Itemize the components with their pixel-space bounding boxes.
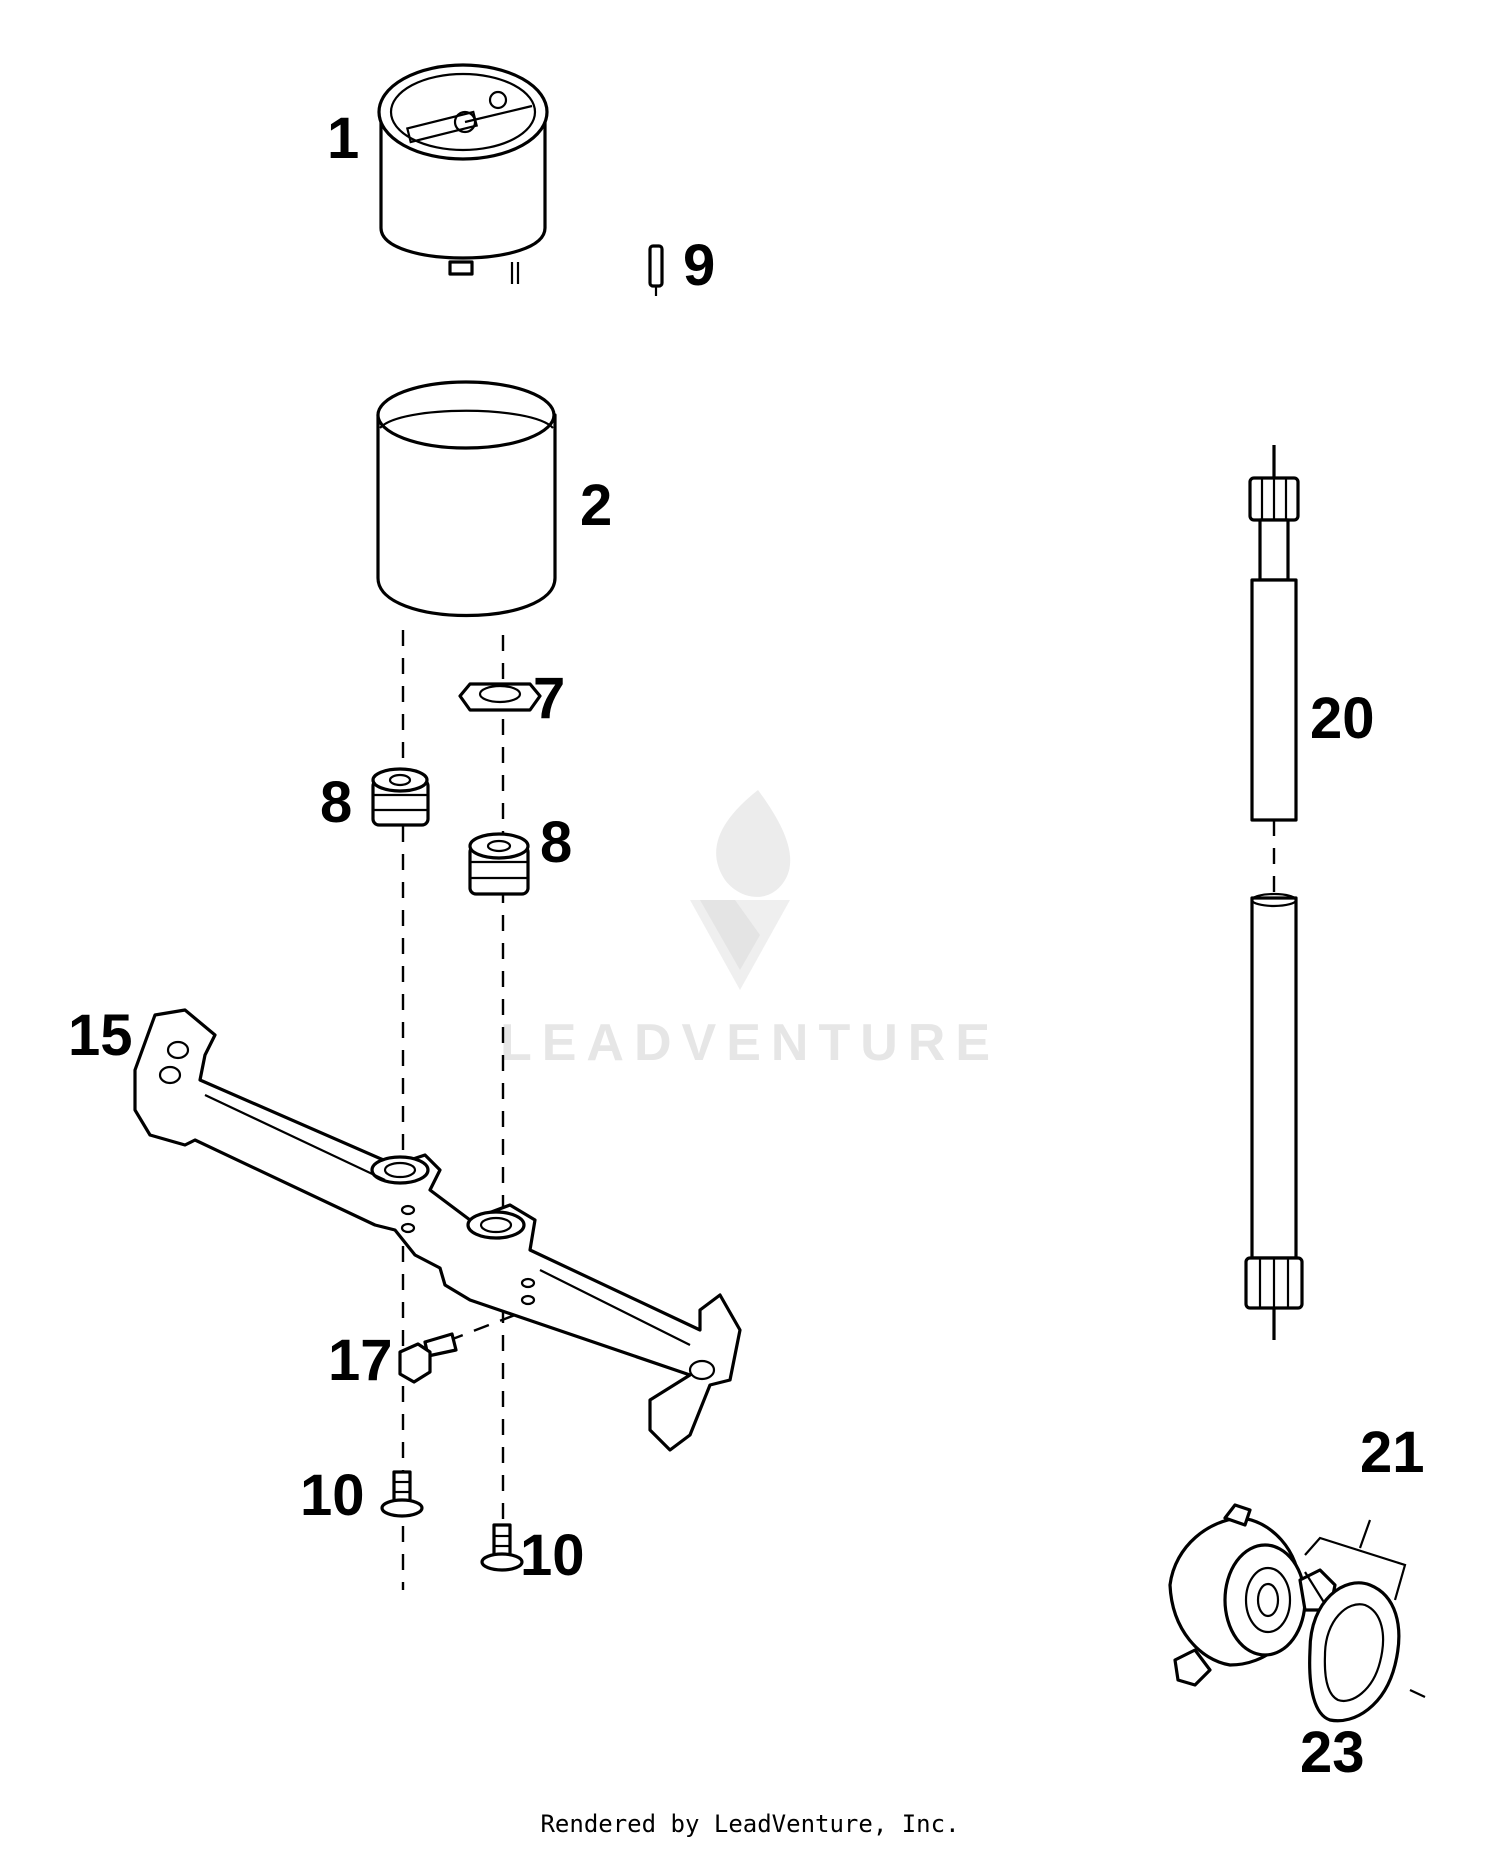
group-bracket-21 [1304, 1519, 1407, 1601]
screw-right [480, 1523, 524, 1572]
callout-15: 15 [68, 1003, 133, 1068]
gauge-housing [376, 380, 557, 617]
rubber-grommet-right [468, 832, 530, 896]
callout-10-left: 10 [300, 1463, 365, 1528]
callout-20: 20 [1310, 686, 1375, 751]
footer-credit: Rendered by LeadVenture, Inc. [540, 1810, 959, 1838]
lock-ring [1308, 1581, 1426, 1723]
speedometer-gauge [377, 63, 549, 284]
watermark: LEADVENTURE [500, 790, 1000, 1072]
callout-1: 1 [327, 106, 359, 171]
callout-21: 21 [1360, 1420, 1425, 1485]
nut [458, 682, 542, 712]
watermark-logo-icon [690, 790, 791, 990]
callout-8-right: 8 [540, 810, 572, 875]
screw-left [380, 1470, 424, 1518]
speedometer-cable [1244, 445, 1304, 1340]
mounting-bracket [133, 1008, 742, 1452]
flange-bolt [398, 1313, 516, 1384]
callout-17: 17 [328, 1328, 393, 1393]
callout-7: 7 [533, 666, 565, 731]
callout-23: 23 [1300, 1720, 1365, 1785]
callout-8-left: 8 [320, 770, 352, 835]
callout-2: 2 [580, 473, 612, 538]
watermark-text: LEADVENTURE [500, 1014, 1000, 1072]
callout-10-right: 10 [520, 1523, 585, 1588]
bulb [648, 244, 664, 296]
callout-9: 9 [683, 233, 715, 298]
rubber-grommet-left [371, 767, 430, 827]
